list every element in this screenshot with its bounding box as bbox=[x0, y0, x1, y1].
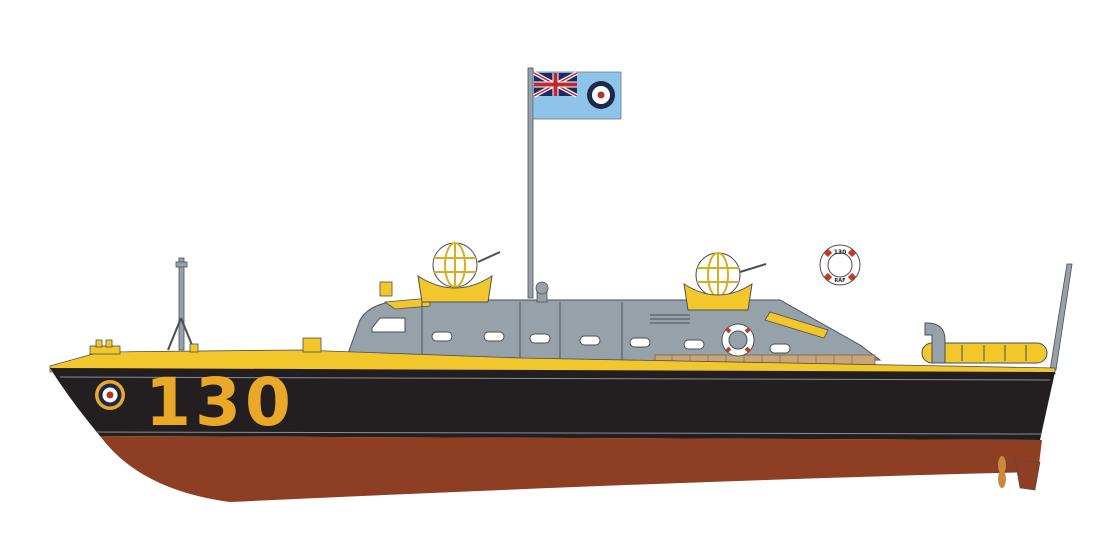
gun-turret-aft bbox=[683, 252, 767, 311]
raf-ensign-flag bbox=[532, 71, 622, 120]
stern-mast bbox=[1049, 263, 1073, 371]
lifebuoy-bottom-text: RAF bbox=[834, 278, 845, 284]
hull-upper bbox=[50, 368, 1055, 440]
propeller-icon bbox=[998, 456, 1006, 488]
cabin-windows bbox=[371, 317, 791, 354]
lifebuoy-icon: 130 RAF bbox=[819, 244, 861, 286]
lifebuoy-top-text: 130 bbox=[834, 249, 847, 256]
flagpole bbox=[527, 67, 534, 299]
hull-roundel-icon bbox=[95, 380, 125, 410]
propeller-assembly bbox=[869, 455, 1041, 491]
union-jack-icon bbox=[533, 71, 578, 98]
bow-fittings bbox=[89, 281, 393, 355]
rubber-dinghy bbox=[921, 322, 1048, 364]
bow-mast bbox=[167, 257, 195, 351]
cabin-lifebuoy-icon bbox=[721, 323, 755, 357]
searchlight-mount bbox=[535, 281, 549, 303]
flag-roundel-icon bbox=[587, 81, 615, 109]
hull-number: 130 bbox=[145, 364, 295, 441]
gun-turret-forward bbox=[417, 242, 501, 303]
hull-lower bbox=[100, 436, 1042, 502]
cabin-hatch bbox=[764, 311, 829, 339]
